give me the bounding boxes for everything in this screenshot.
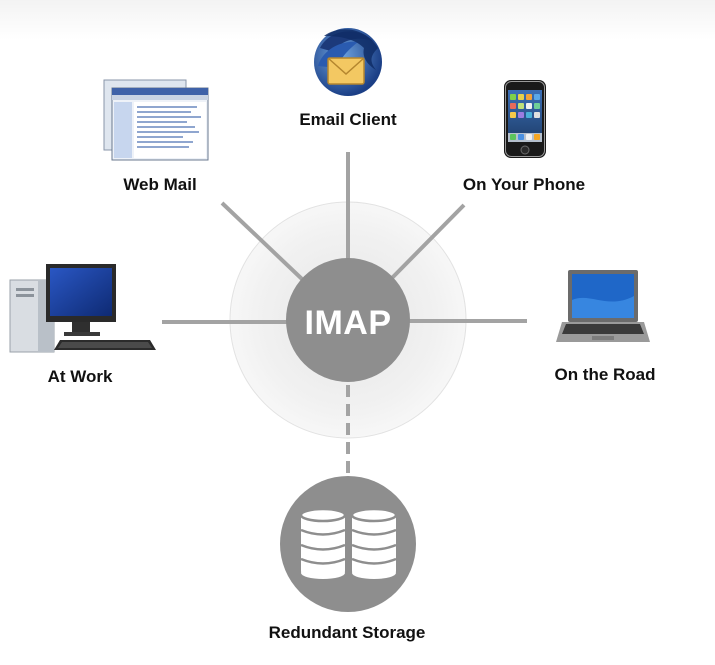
laptop-icon (556, 270, 650, 342)
smartphone-icon (504, 80, 546, 158)
database-icon (350, 507, 398, 579)
on-your-phone-label: On Your Phone (462, 175, 586, 194)
on-the-road-label: On the Road (554, 365, 656, 384)
desktop-computer-icon (9, 264, 156, 353)
imap-hub (286, 258, 410, 382)
redundant-storage-label: Redundant Storage (268, 623, 426, 642)
connector-phone (390, 203, 466, 280)
at-work-label: At Work (47, 367, 113, 386)
thunderbird-icon (314, 28, 382, 96)
browser-window-icon (103, 79, 209, 161)
hub-label: IMAP (304, 304, 392, 342)
connector-web-mail (220, 201, 305, 282)
database-icon (299, 507, 347, 579)
web-mail-label: Web Mail (123, 175, 197, 194)
connector-lines (162, 152, 527, 478)
email-client-label: Email Client (299, 110, 397, 129)
